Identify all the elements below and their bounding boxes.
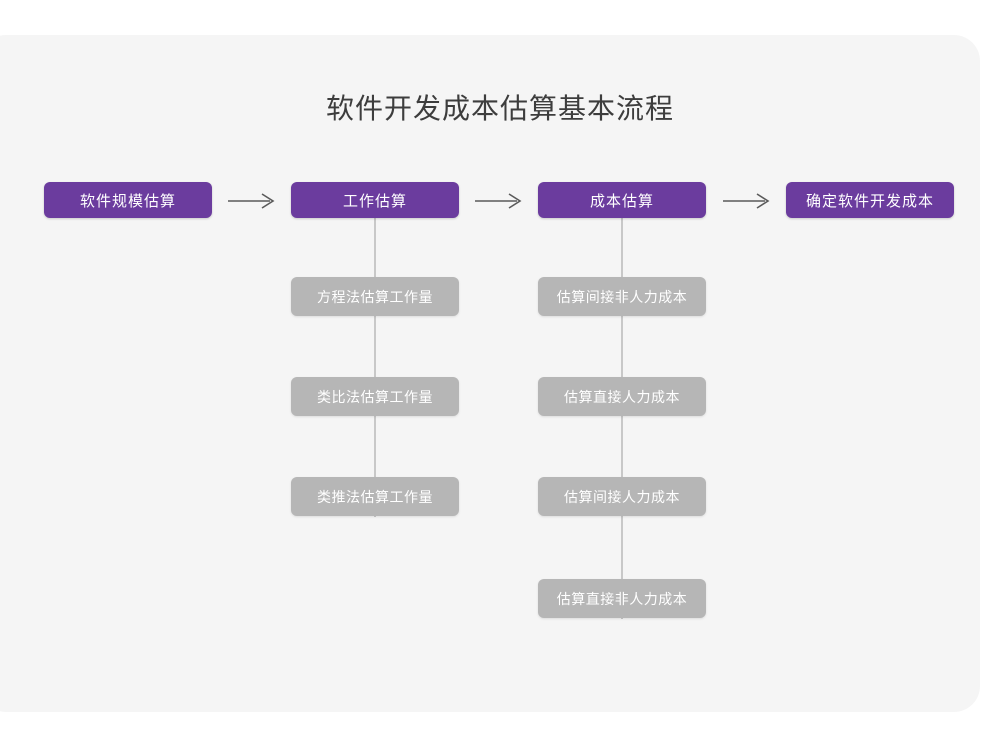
substep-node-analogy-method-workload[interactable]: 类比法估算工作量 [291, 377, 459, 416]
page-title: 软件开发成本估算基本流程 [325, 93, 674, 124]
substep-node-direct-labor-cost[interactable]: 估算直接人力成本 [538, 377, 706, 416]
substep-node-direct-nonlabor-cost[interactable]: 估算直接非人力成本 [538, 579, 706, 618]
stage-node-work-estimation[interactable]: 工作估算 [291, 182, 459, 218]
substep-node-inference-method-workload[interactable]: 类推法估算工作量 [291, 477, 459, 516]
connector-line-cost-estimation [621, 218, 623, 619]
right-arrow-icon-stage1-stage2 [228, 192, 276, 210]
content-card [0, 35, 980, 712]
stage-node-software-size-estimation[interactable]: 软件规模估算 [44, 182, 212, 218]
substep-node-indirect-nonlabor-cost[interactable]: 估算间接非人力成本 [538, 277, 706, 316]
substep-node-indirect-labor-cost[interactable]: 估算间接人力成本 [538, 477, 706, 516]
connector-line-work-estimation [374, 218, 376, 517]
stage-node-cost-estimation[interactable]: 成本估算 [538, 182, 706, 218]
substep-node-equation-method-workload[interactable]: 方程法估算工作量 [291, 277, 459, 316]
right-arrow-icon-stage3-stage4 [723, 192, 771, 210]
stage-node-determine-development-cost[interactable]: 确定软件开发成本 [786, 182, 954, 218]
right-arrow-icon-stage2-stage3 [475, 192, 523, 210]
